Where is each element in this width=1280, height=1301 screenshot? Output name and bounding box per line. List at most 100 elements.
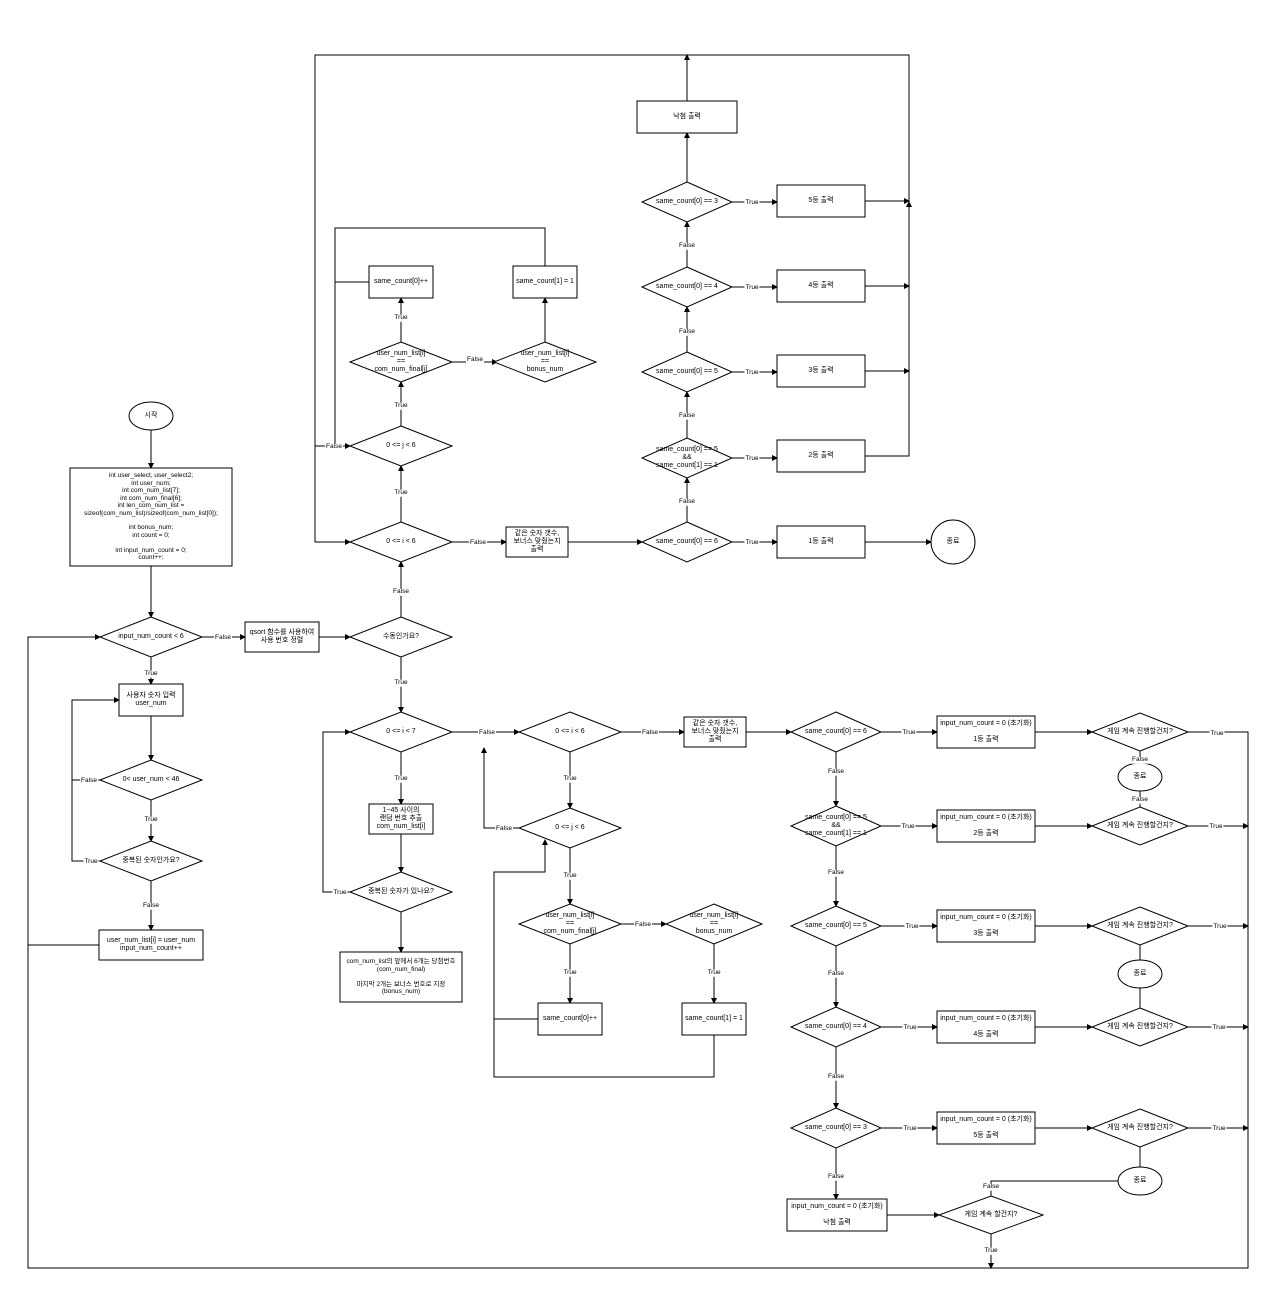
edge-label-true-37: True <box>902 1124 918 1133</box>
connector-51 <box>481 747 519 829</box>
edge-label-true-19: True <box>393 401 409 410</box>
edge-label-true-12: True <box>562 774 578 783</box>
cont-q4-shape <box>1090 1007 1190 1047</box>
cond-eq5-upper-shape <box>640 351 734 393</box>
edge-label-false-27: False <box>678 411 696 420</box>
cond-dup-user-shape <box>98 840 204 882</box>
end-c-shape <box>1117 1166 1163 1196</box>
rank2-upper-shape <box>776 439 866 473</box>
out-counts-lower-shape <box>683 716 747 748</box>
edge-label-false-31: False <box>678 241 696 250</box>
connector-40 <box>322 729 351 893</box>
cont-q3-shape <box>1090 906 1190 946</box>
rank5-upper-shape <box>776 184 866 218</box>
cond-eq3-upper-shape <box>640 181 734 223</box>
edge-label-true-30: True <box>744 283 760 292</box>
edge-label-true-46: True <box>1211 1023 1227 1032</box>
edge-label-false-23: False <box>469 538 487 547</box>
connector-38 <box>334 227 546 282</box>
end-upper-shape <box>930 519 976 565</box>
cond-bonus-lower-shape <box>664 903 764 945</box>
rank1-upper-shape <box>776 525 866 559</box>
edge-label-true-44: True <box>1208 822 1224 831</box>
cond-match-lower-shape <box>517 903 623 945</box>
cont-q1-shape <box>1090 712 1190 752</box>
rank3-upper-shape <box>776 354 866 388</box>
edge-label-false-25: False <box>678 497 696 506</box>
cond-dup-com-shape <box>348 871 454 913</box>
edge-label-false-21: False <box>325 442 343 451</box>
edge-label-true-14: True <box>562 871 578 880</box>
connector-50 <box>493 839 548 1019</box>
set-same1-lower-shape <box>681 1002 747 1036</box>
edge-label-true-33: True <box>901 728 917 737</box>
cond-j6-upper-shape <box>348 425 454 467</box>
out-counts-upper-shape <box>505 526 569 558</box>
edge-label-true-28: True <box>744 368 760 377</box>
cond-eq4-lower-shape <box>789 1006 883 1048</box>
edge-label-true-32: True <box>744 198 760 207</box>
cont-q2-shape <box>1090 806 1190 846</box>
edge-label-false-6: False <box>392 587 410 596</box>
init-shape <box>69 467 233 567</box>
edge-label-true-17: True <box>706 968 722 977</box>
edge-label-true-35: True <box>904 922 920 931</box>
edge-label-false-5: False <box>214 633 232 642</box>
qsort-sort-shape <box>244 621 320 653</box>
edge-label-true-45: True <box>1212 922 1228 931</box>
win-numbers-shape <box>339 951 463 1003</box>
edge-label-false-41: False <box>827 1072 845 1081</box>
edge-label-true-16: True <box>562 968 578 977</box>
edge-label-true-18: True <box>393 488 409 497</box>
edge-label-true-43: True <box>1209 729 1225 738</box>
cond-eq5b-upper-shape <box>640 437 734 479</box>
reset-rank3-shape <box>936 909 1036 943</box>
edge-label-true-47: True <box>1211 1124 1227 1133</box>
edge-label-false-13: False <box>495 824 513 833</box>
cont-q-last-shape <box>937 1195 1045 1235</box>
reset-rank1-shape <box>936 715 1036 749</box>
edge-label-true-3: True <box>83 857 99 866</box>
cont-q5-shape <box>1090 1108 1190 1148</box>
connector-73 <box>990 1178 1130 1196</box>
reset-rank4-shape <box>936 1010 1036 1044</box>
end-b-shape <box>1117 959 1163 989</box>
reset-rank5-shape <box>936 1111 1036 1145</box>
cond-eq5-lower-shape <box>789 905 883 947</box>
edge-label-true-51: True <box>983 1246 999 1255</box>
set-same1-upper-shape <box>512 265 578 299</box>
lose-upper-shape <box>636 100 738 134</box>
edge-label-false-1: False <box>80 776 98 785</box>
connector-32 <box>865 201 912 457</box>
connector-75 <box>27 634 1249 1269</box>
connector-49 <box>493 1018 715 1078</box>
cond-manual-shape <box>348 616 454 658</box>
edge-label-true-9: True <box>332 888 348 897</box>
edge-label-true-8: True <box>393 774 409 783</box>
cond-match-upper-shape <box>348 341 454 383</box>
edge-label-false-40: False <box>827 969 845 978</box>
start-shape <box>128 401 174 431</box>
end-a-shape <box>1117 762 1163 792</box>
cond-eq3-lower-shape <box>789 1107 883 1149</box>
cond-i7-lower-shape <box>348 711 454 753</box>
cond-i6-lower-shape <box>517 711 623 753</box>
edge-label-true-2: True <box>143 815 159 824</box>
edge-label-true-34: True <box>900 822 916 831</box>
edge-label-true-20: True <box>393 313 409 322</box>
inc-same0-lower-shape <box>537 1002 603 1036</box>
edge-label-true-24: True <box>744 538 760 547</box>
edge-label-false-42: False <box>827 1172 845 1181</box>
edge-label-false-49: False <box>1131 795 1149 804</box>
edge-label-false-48: False <box>1131 755 1149 764</box>
edge-label-false-22: False <box>466 355 484 364</box>
reset-lose-shape <box>786 1198 888 1232</box>
cond-eq6-lower-shape <box>789 711 883 753</box>
cond-eq6-upper-shape <box>640 521 734 563</box>
edge-label-true-26: True <box>744 454 760 463</box>
reset-rank2-shape <box>936 809 1036 843</box>
edge-label-true-0: True <box>143 669 159 678</box>
input-user-num-shape <box>118 683 184 717</box>
